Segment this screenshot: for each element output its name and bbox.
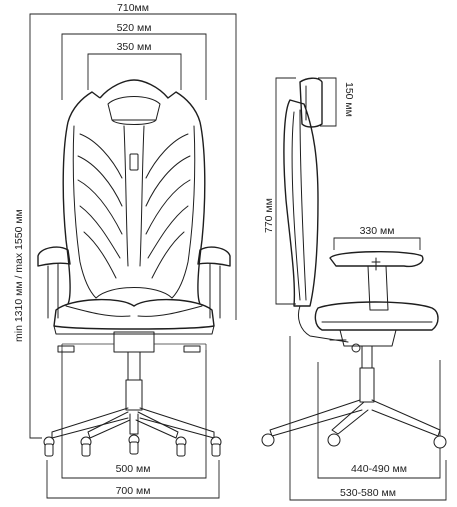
front-chair [37,79,231,457]
dim-line-520 [61,33,207,100]
dim-line-770 [275,77,296,305]
base-leg-1 [51,407,129,439]
side-gas-lift-lower [359,367,375,403]
dim-line-710 [29,13,237,320]
base-leg-3 [129,413,139,435]
side-mechanism [339,329,397,347]
left-armrest-pad [37,246,71,267]
base-leg-5 [139,407,215,439]
side-base-leg-1 [269,399,363,437]
front-dimensions: 710мм 520 мм 350 мм min 1310 мм / max 15… [13,2,237,499]
label-armrest-length: 330 мм [360,225,395,237]
headrest-panel [107,96,161,121]
tilt-mechanism [113,331,155,353]
headrest-outline-left [67,91,101,123]
back-left-edge [62,121,71,305]
dim-line-440-490 [317,360,441,479]
side-base-leg-2 [331,401,369,435]
label-back-height: 770 мм [263,198,275,233]
side-gas-lift-upper [361,345,373,369]
base-leg-4 [135,411,179,439]
dim-line-700 [46,460,220,499]
label-height-range: min 1310 мм / max 1550 мм [13,209,25,342]
base-leg-2 [87,411,131,439]
armrest-adjust-icon [371,257,381,271]
back-logo-badge [129,153,139,171]
label-width-back: 520 мм [117,22,152,34]
dim-line-150 [318,77,337,127]
side-dimensions: 150 мм 770 мм 330 мм 440-490 мм 530-580 … [263,77,447,501]
side-base-leg-3 [371,399,441,437]
dim-line-height [29,80,42,439]
adjust-knob [351,343,361,353]
label-width-outer: 710мм [117,2,149,14]
caster-wheel [261,433,275,447]
caster-wheel [433,435,447,449]
dim-line-500 [61,350,207,479]
label-base-inner: 500 мм [116,463,151,475]
caster-wheel [327,433,341,447]
back-bracket [297,305,349,343]
side-headrest [299,77,323,128]
headrest-outline [99,79,201,123]
gas-lift-upper [127,351,141,381]
side-chair [261,77,447,449]
gas-lift-lower [125,379,143,411]
side-armrest-pad [329,251,424,268]
label-side-base-outer: 530-580 мм [340,487,396,499]
label-width-headrest: 350 мм [117,41,152,53]
side-armrest-post [367,265,389,311]
dim-line-530-580 [289,336,447,501]
label-headrest-height: 150 мм [343,82,355,117]
label-base-outer: 700 мм [116,485,151,497]
side-backrest [283,99,319,307]
dim-line-350 [87,53,182,90]
seat-cushion [53,298,215,330]
label-side-base-inner: 440-490 мм [351,463,407,475]
back-right-edge [197,121,206,305]
dim-line-330 [333,237,421,250]
side-seat [314,301,439,331]
casters-front [43,434,222,457]
right-armrest-pad [197,246,231,267]
